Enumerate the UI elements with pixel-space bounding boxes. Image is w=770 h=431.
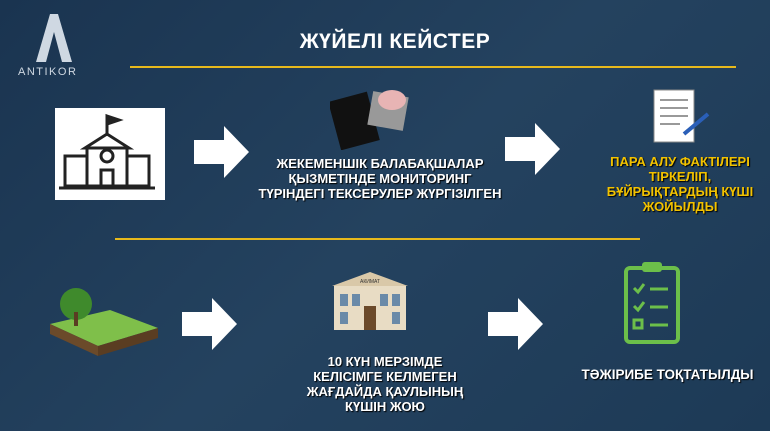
text-line: ТІРКЕЛІП,	[648, 169, 712, 184]
text-line: КЕЛІСІМГЕ КЕЛМЕГЕН	[313, 369, 457, 384]
land-plot-icon	[50, 288, 158, 356]
text-line: ПАРА АЛУ ФАКТІЛЕРІ	[610, 154, 750, 169]
text-line: ТҮРІНДЕГІ ТЕКСЕРУЛЕР ЖҮРГІЗІЛГЕН	[258, 186, 502, 201]
divider-top	[130, 66, 736, 68]
arrow-right-icon	[488, 298, 543, 350]
text-line: ЖЕКЕМЕНШІК БАЛАБАҚШАЛАР	[276, 156, 484, 171]
text-line: БҰЙРЫҚТАРДЫҢ КҮШІ	[606, 184, 754, 199]
text-line: ЖОЙЫЛДЫ	[642, 199, 718, 214]
school-icon	[59, 113, 155, 190]
arrow-right-icon	[505, 123, 560, 175]
case2-result: ТӘЖІРИБЕ ТОҚТАТЫЛДЫ	[581, 367, 754, 382]
logo-text: ANTIKOR	[18, 66, 78, 78]
akimat-building-icon: АКИМАТ	[332, 272, 408, 330]
page-title: ЖҮЙЕЛІ КЕЙСТЕР	[299, 30, 491, 53]
arrow-right-icon	[182, 298, 237, 350]
handcuffs-image-icon	[330, 90, 409, 150]
text-line: ҚЫЗМЕТІНДЕ МОНИТОРИНГ	[288, 171, 472, 186]
text-line: ЖАҒДАЙДА ҚАУЛЫНЫҢ	[306, 384, 464, 399]
case2-description: 10 КҮН МЕРЗІМДЕ КЕЛІСІМГЕ КЕЛМЕГЕН ЖАҒДА…	[285, 354, 485, 414]
school-image	[55, 108, 165, 200]
arrow-right-icon	[194, 126, 249, 178]
divider-middle	[115, 238, 640, 240]
case1-result: ПАРА АЛУ ФАКТІЛЕРІ ТІРКЕЛІП, БҰЙРЫҚТАРДЫ…	[585, 154, 770, 214]
text-line: 10 КҮН МЕРЗІМДЕ	[327, 354, 443, 369]
antikor-logo-icon	[36, 14, 72, 62]
checklist-icon	[624, 262, 680, 344]
case1-description: ЖЕКЕМЕНШІК БАЛАБАҚШАЛАР ҚЫЗМЕТІНДЕ МОНИТ…	[245, 156, 515, 201]
text-line: КҮШІН ЖОЮ	[345, 399, 425, 414]
akimat-label: АКИМАТ	[360, 279, 380, 285]
document-sign-icon	[653, 89, 710, 143]
